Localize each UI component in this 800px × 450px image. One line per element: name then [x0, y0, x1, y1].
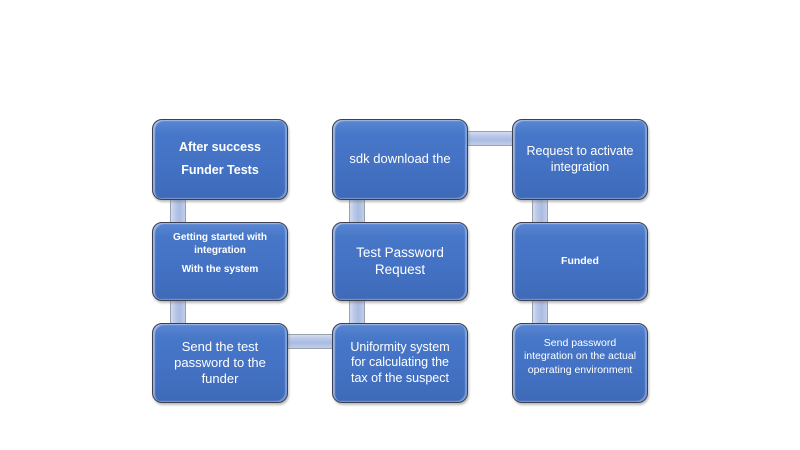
flow-step-text: Getting started with integration: [173, 232, 267, 256]
flow-step-text: Funded: [561, 254, 599, 267]
flow-step-text: sdk download the: [349, 151, 451, 167]
flow-step-text: With the system: [181, 264, 259, 276]
connector-b6-b5: [349, 294, 365, 332]
flow-step-text: Send password integration on the actual …: [523, 337, 637, 376]
flow-step-test-password-request: Test Password Request: [332, 222, 468, 301]
connector-b2-b3: [170, 294, 186, 332]
flow-step-sdk-download: sdk download the: [332, 119, 468, 200]
connector-b4-b7: [462, 131, 518, 146]
flow-step-send-password-integration: Send password integration on the actual …: [512, 323, 648, 403]
flow-step-after-success: After success Funder Tests: [152, 119, 288, 200]
flow-step-text: Test Password Request: [356, 244, 444, 277]
connector-b7-b8: [532, 192, 548, 230]
flow-step-text: Uniformity system for calculating the ta…: [350, 339, 450, 385]
flow-step-text: Request to activate integration: [526, 143, 634, 174]
flow-step-text: After success: [179, 140, 261, 155]
flow-step-request-activate-integration: Request to activate integration: [512, 119, 648, 200]
connector-b3-b6: [282, 334, 338, 349]
flow-step-text: Funder Tests: [181, 163, 259, 177]
connector-b8-b9: [532, 294, 548, 332]
flow-step-getting-started: Getting started with integration With th…: [152, 222, 288, 301]
connector-b5-b4: [349, 192, 365, 230]
flow-step-funded: Funded: [512, 222, 648, 301]
flow-step-uniformity-system: Uniformity system for calculating the ta…: [332, 323, 468, 403]
flow-step-send-test-password: Send the test password to the funder: [152, 323, 288, 403]
connector-b1-b2: [170, 192, 186, 230]
flow-step-text: Send the test password to the funder: [174, 338, 266, 387]
